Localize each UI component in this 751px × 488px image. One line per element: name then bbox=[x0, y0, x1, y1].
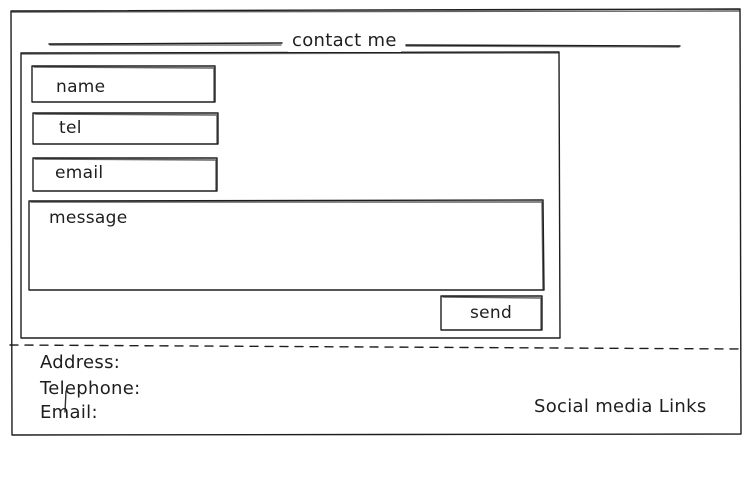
form-frame bbox=[20, 51, 561, 339]
tel-input[interactable]: tel bbox=[33, 113, 218, 144]
title-rule-right bbox=[405, 44, 681, 47]
name-input[interactable]: name bbox=[32, 66, 215, 102]
send-button-frame bbox=[440, 295, 543, 331]
message-textarea[interactable]: message bbox=[29, 200, 544, 290]
email-field-frame bbox=[32, 157, 218, 192]
name-placeholder: name bbox=[56, 77, 106, 97]
email-placeholder: email bbox=[55, 163, 104, 183]
email-input[interactable]: email bbox=[33, 158, 217, 191]
title-rule-left bbox=[48, 42, 283, 45]
tel-placeholder: tel bbox=[59, 118, 82, 138]
name-field-frame bbox=[31, 65, 216, 103]
footer-social-links[interactable]: Social media Links bbox=[534, 396, 707, 417]
message-placeholder: message bbox=[49, 208, 128, 228]
footer-telephone-label: Telephone: bbox=[40, 378, 141, 399]
footer-separator bbox=[9, 344, 743, 350]
page-frame bbox=[10, 8, 742, 436]
footer-address-label: Address: bbox=[40, 352, 121, 373]
footer-email-label: Email: bbox=[40, 402, 98, 423]
page-title: contact me bbox=[288, 30, 401, 52]
message-field-frame bbox=[28, 199, 545, 291]
tel-field-frame bbox=[32, 112, 219, 145]
send-button[interactable]: send bbox=[441, 296, 542, 330]
send-button-label: send bbox=[470, 303, 513, 323]
